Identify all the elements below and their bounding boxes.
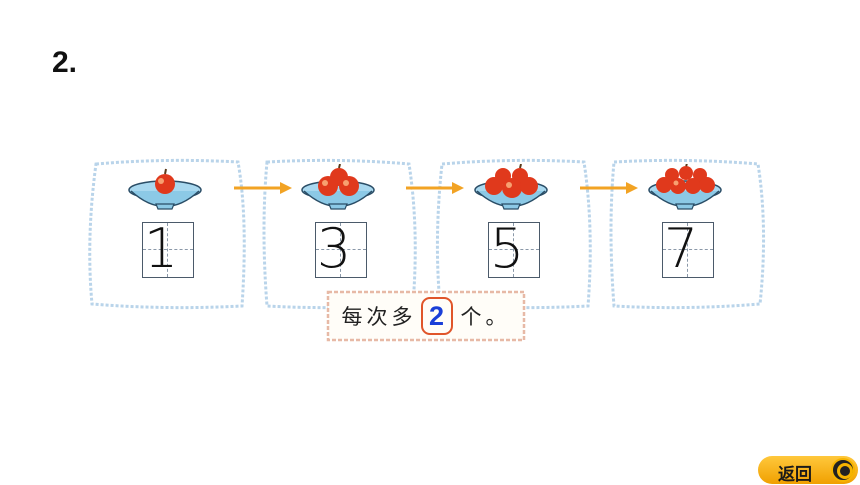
question-number: 2. xyxy=(52,46,78,79)
number-card-2: 3 xyxy=(259,158,421,310)
number-card-1: 1 xyxy=(86,158,248,310)
count-digit: 3 xyxy=(316,217,352,280)
writing-grid: 5 xyxy=(488,217,540,280)
arrow-right-icon xyxy=(234,182,292,194)
banner-suffix: 个。 xyxy=(460,305,511,329)
arrow-right-icon xyxy=(580,182,638,194)
writing-grid: 7 xyxy=(662,217,714,280)
apple-bowl-icon xyxy=(648,164,722,210)
writing-grid: 3 xyxy=(315,217,367,280)
back-button-label: 返回 xyxy=(778,465,812,485)
writing-grid: 1 xyxy=(142,217,194,280)
apple-bowl-icon xyxy=(128,168,202,210)
apple-bowl-icon xyxy=(301,164,375,210)
pattern-banner: 每次多 2 个。 xyxy=(326,290,526,342)
count-digit: 5 xyxy=(489,217,525,280)
count-digit: 1 xyxy=(143,217,179,280)
answer-box: 2 xyxy=(420,297,453,335)
number-card-3: 5 xyxy=(432,158,594,310)
apple-bowl-icon xyxy=(474,164,548,210)
count-digit: 7 xyxy=(663,217,699,280)
back-button[interactable]: 返回 xyxy=(758,453,858,485)
arrow-right-icon xyxy=(406,182,464,194)
banner-prefix: 每次多 xyxy=(341,305,417,329)
search-q-icon xyxy=(831,458,855,482)
number-card-4: 7 xyxy=(606,158,768,310)
